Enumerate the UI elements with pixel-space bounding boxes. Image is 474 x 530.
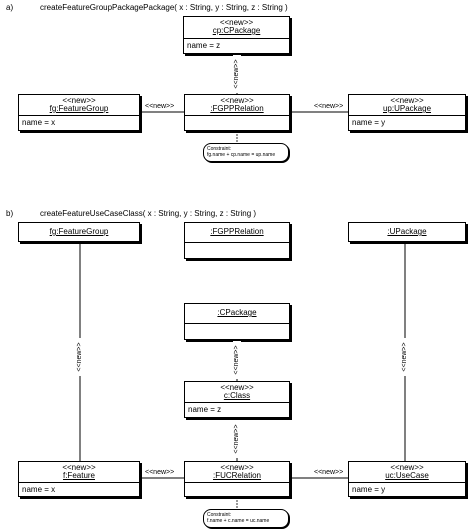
edge-label-a-rel-up: <<new>> [314,103,344,111]
attribute: name = z [187,41,221,50]
node-a-fgpprelation[interactable]: <<new>> :FGPPRelation [184,94,290,131]
stereotype: <<new>> [219,18,254,27]
attribute: name = y [352,118,386,127]
compartment-divider [349,115,465,116]
object-name: :FUCRelation [212,471,261,480]
compartment-divider [19,482,139,483]
compartment-divider [185,402,289,403]
part-a-title: createFeatureGroupPackagePackage( x : St… [40,3,288,12]
object-name: :CPackage [217,308,257,317]
object-name: c:Class [223,391,251,400]
stereotype: <<new>> [390,96,424,105]
compartment-divider [185,323,289,324]
object-name: cp:CPackage [212,26,261,35]
object-name: :UPackage [387,227,427,236]
compartment-divider [185,242,289,243]
edge-label-a-fg-rel: <<new>> [145,103,175,111]
edge-label-b-fuc-uc: <<new>> [314,469,344,477]
node-a-upackage[interactable]: <<new>> up:UPackage name = y [348,94,466,131]
object-name: :FGPPRelation [210,227,264,236]
object-name: fg:FeatureGroup [49,227,109,236]
edge-label-b-up-uc: <<new>> [401,338,409,376]
attribute: name = z [188,405,222,414]
constraint-note-a: Constraint: fg.name + cp.name = up.name [203,143,289,162]
stereotype: <<new>> [390,463,424,472]
node-b-class[interactable]: <<new>> c:Class name = z [184,381,290,418]
node-b-fgpprelation[interactable]: :FGPPRelation [184,222,290,259]
edge-label-b-f-fuc: <<new>> [145,469,175,477]
part-b-title: createFeatureUseCaseClass( x : String, y… [40,209,257,218]
node-b-featuregroup[interactable]: fg:FeatureGroup [18,222,140,242]
node-a-cpackage[interactable]: <<new>> cp:CPackage name = z [183,16,290,54]
attribute: name = x [22,118,56,127]
stereotype: <<new>> [220,96,254,105]
node-b-feature[interactable]: <<new>> f:Feature name = x [18,461,140,497]
node-b-fucrelation[interactable]: <<new>> :FUCRelation [184,461,290,497]
attribute: name = x [22,485,56,494]
compartment-divider [185,115,289,116]
object-name: uc:UseCase [385,471,429,480]
constraint-title: Constraint: [207,512,232,518]
compartment-divider [349,482,465,483]
constraint-text: f.name + c.name = uc.name [207,518,270,524]
node-b-usecase[interactable]: <<new>> uc:UseCase name = y [348,461,466,497]
stereotype: <<new>> [62,463,96,472]
edge-label-b-fg-f: <<new>> [76,338,84,376]
stereotype: <<new>> [62,96,96,105]
attribute: name = y [352,485,386,494]
constraint-note-b: Constraint: f.name + c.name = uc.name [203,509,289,528]
edge-label-b-cp-c: <<new>> [233,341,241,379]
edge-label-a-cp-rel: <<new>> [233,55,241,93]
constraint-text: fg.name + cp.name = up.name [207,152,276,158]
compartment-divider [19,115,139,116]
object-name: :FGPPRelation [210,104,264,113]
stereotype: <<new>> [220,383,254,392]
compartment-divider [185,482,289,483]
node-b-cpackage[interactable]: :CPackage [184,303,290,340]
node-a-featuregroup[interactable]: <<new>> fg:FeatureGroup name = x [18,94,140,131]
object-name: fg:FeatureGroup [49,104,109,113]
object-name: f:Feature [62,471,95,480]
edge-label-b-c-fuc: <<new>> [233,420,241,458]
compartment-divider [184,38,289,39]
part-a-label: a) [6,3,14,12]
node-b-upackage[interactable]: :UPackage [348,222,466,242]
part-b-label: b) [6,209,14,218]
constraint-title: Constraint: [207,146,232,152]
stereotype: <<new>> [220,463,254,472]
object-name: up:UPackage [382,104,432,113]
